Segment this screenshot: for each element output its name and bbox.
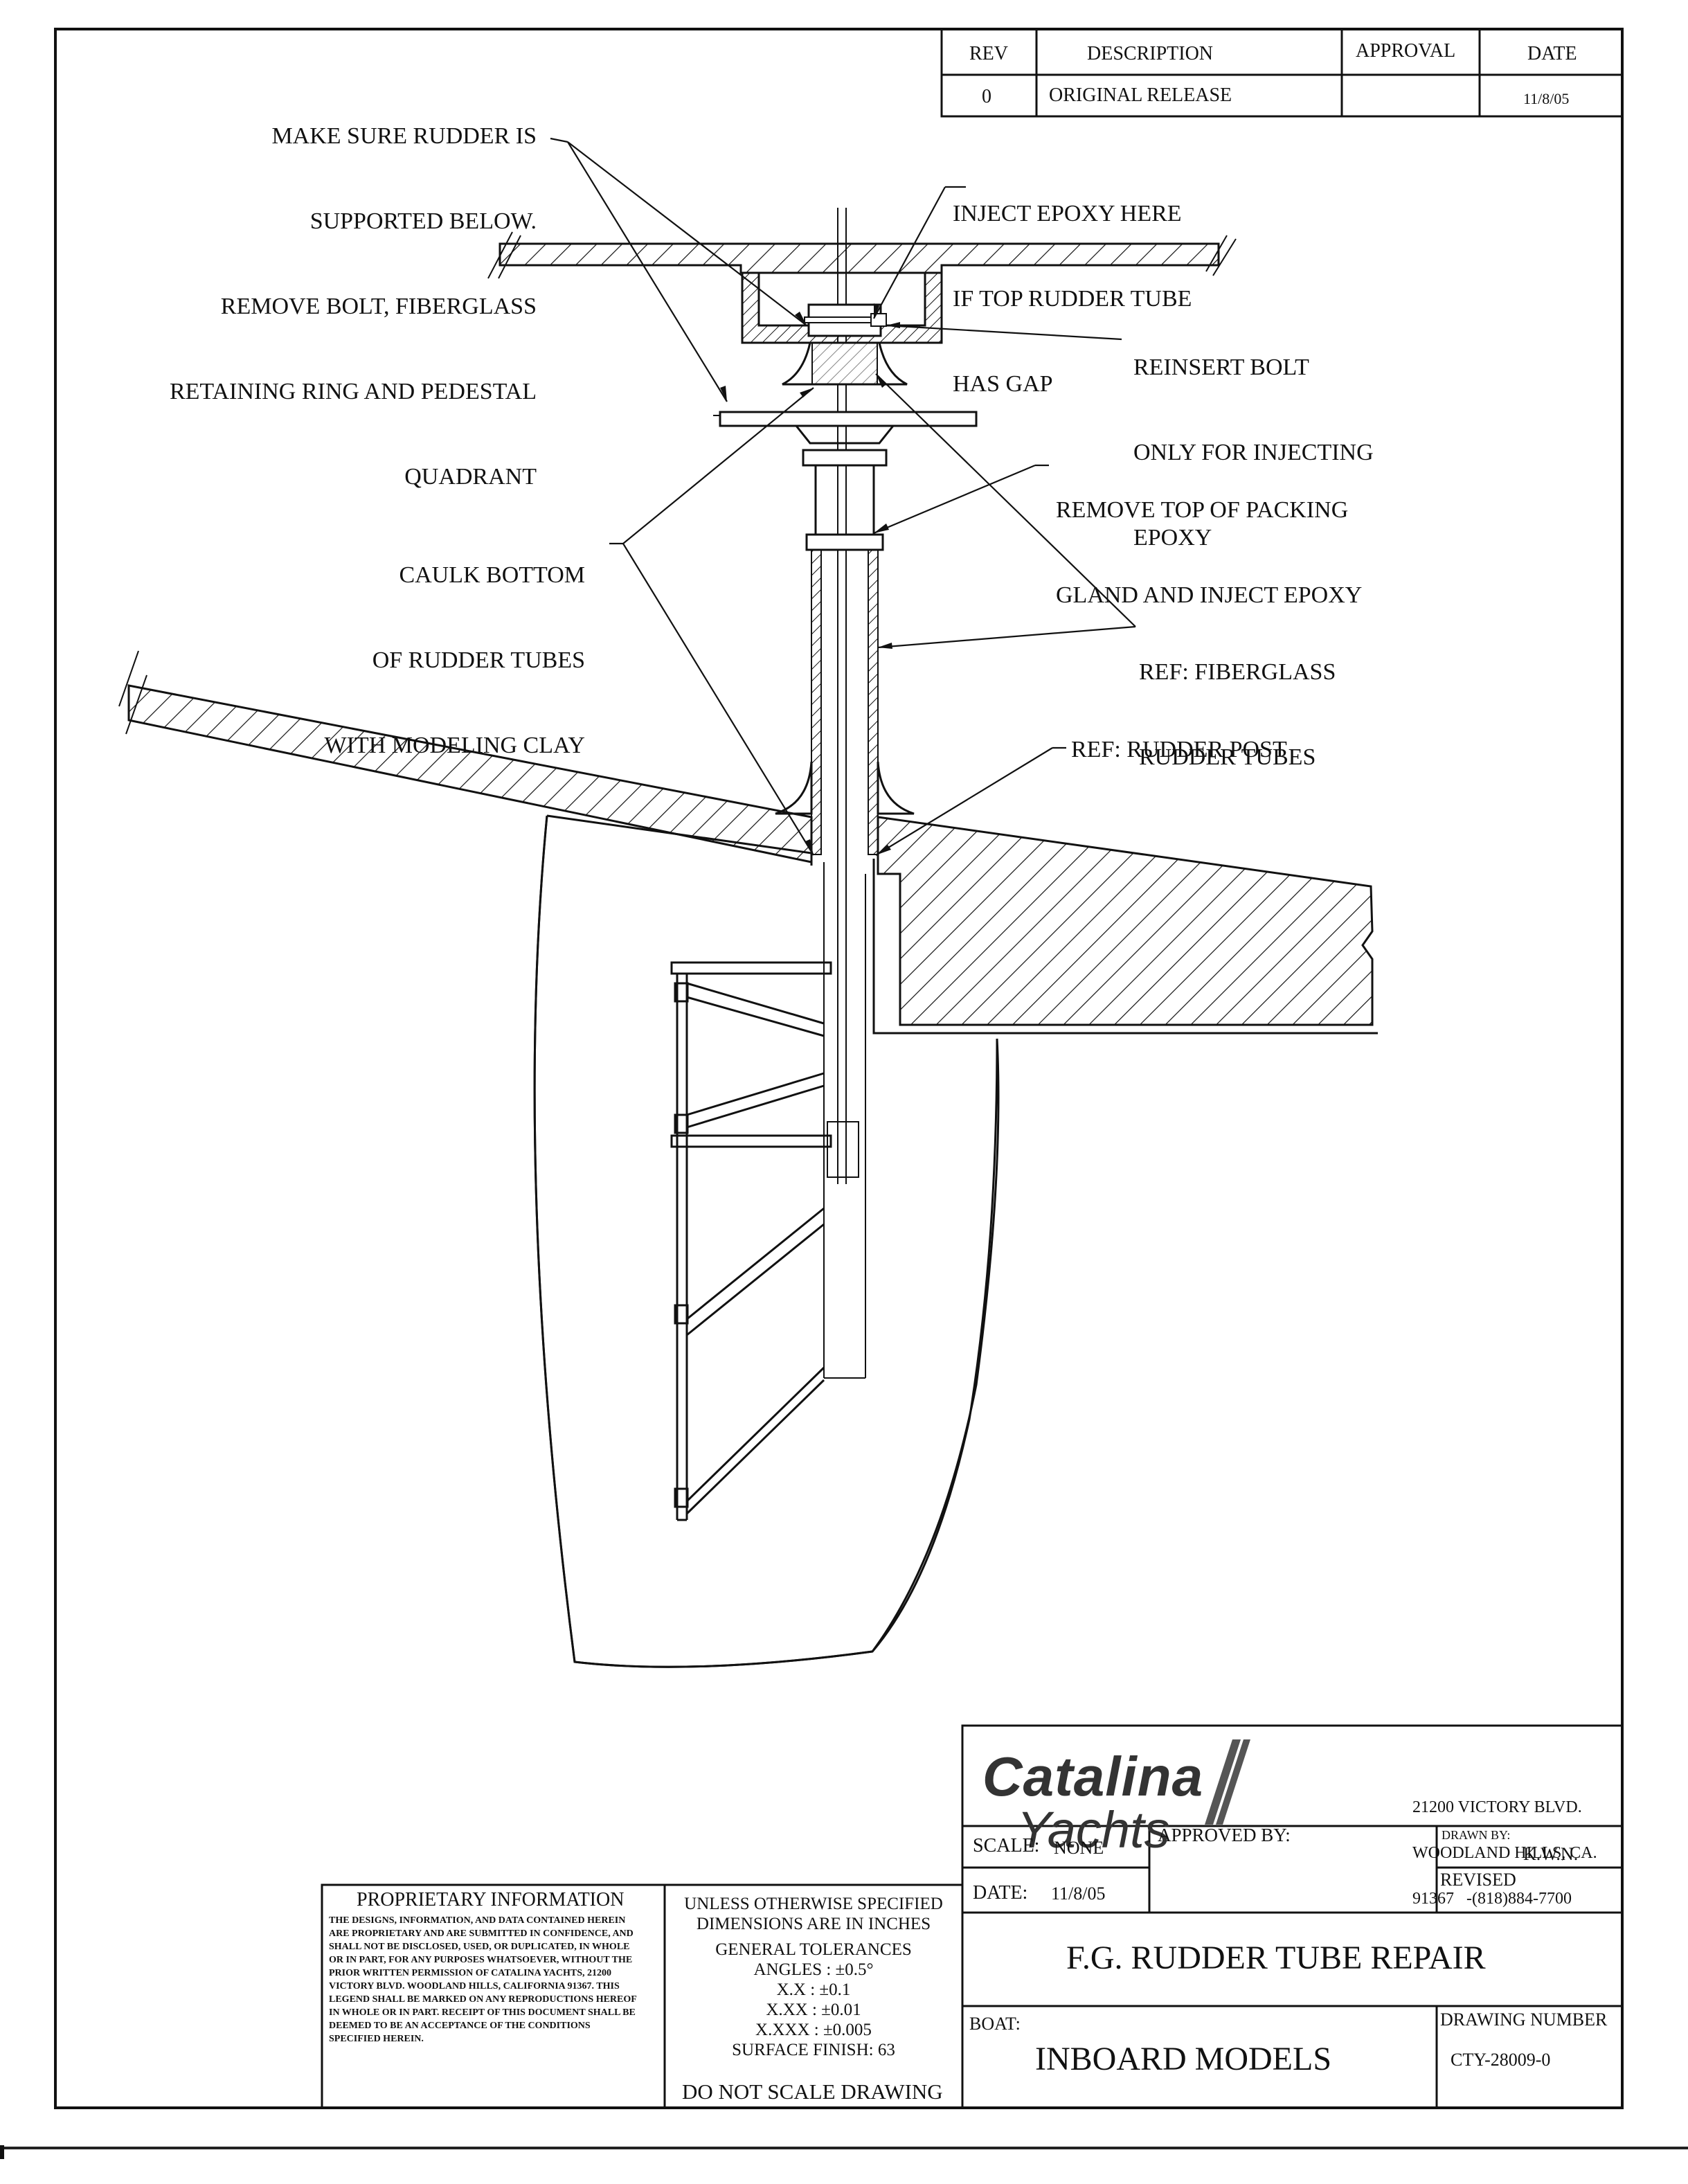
- callout-reinsert-bolt: REINSERT BOLT ONLY FOR INJECTING EPOXY: [1133, 355, 1374, 551]
- revised-label: REVISED: [1440, 1870, 1516, 1890]
- company-address: 21200 VICTORY BLVD. WOODLAND HILLS, CA. …: [1412, 1798, 1597, 1908]
- tolerance-line: X.XXX : ±0.005: [755, 2021, 872, 2039]
- tolerance-line: X.X : ±0.1: [776, 1980, 851, 1999]
- do-not-scale-note: DO NOT SCALE DRAWING: [682, 2079, 943, 2104]
- tube-hull-flare: [775, 761, 813, 815]
- rev-value: 0: [982, 86, 991, 107]
- proprietary-heading: PROPRIETARY INFORMATION: [357, 1889, 625, 1910]
- drawing-number-label: DRAWING NUMBER: [1440, 2010, 1608, 2030]
- approved-by-label: APPROVED BY:: [1158, 1825, 1291, 1845]
- callout-inject-epoxy: INJECT EPOXY HERE IF TOP RUDDER TUBE HAS…: [953, 201, 1192, 397]
- bolt: [870, 313, 887, 327]
- tolerances-block: UNLESS OTHERWISE SPECIFIED DIMENSIONS AR…: [668, 1894, 959, 2060]
- revision-table-grid: [940, 28, 1624, 118]
- cockpit-sole: [487, 231, 1237, 344]
- callout-make-sure-rudder: MAKE SURE RUDDER IS SUPPORTED BELOW. REM…: [169, 123, 537, 490]
- date-label: DATE:: [973, 1882, 1028, 1904]
- logo-main: Catalina: [982, 1746, 1204, 1807]
- date-header: DATE: [1527, 43, 1577, 64]
- description-header: DESCRIPTION: [1087, 43, 1214, 64]
- packing-gland: [802, 449, 888, 467]
- tolerance-line: SURFACE FINISH: 63: [732, 2041, 895, 2059]
- scale-label: SCALE:: [973, 1835, 1040, 1856]
- callout-ref-fiberglass-tubes: REF: FIBERGLASS RUDDER TUBES: [1139, 659, 1336, 770]
- boat-label: BOAT:: [969, 2014, 1021, 2034]
- logo-slash-mark: [1205, 1739, 1250, 1825]
- boat-value: INBOARD MODELS: [1035, 2041, 1332, 2077]
- drawn-by-label: DRAWN BY:: [1442, 1828, 1511, 1842]
- description-value: ORIGINAL RELEASE: [1049, 84, 1232, 106]
- tolerance-line: X.XX : ±0.01: [766, 2000, 861, 2019]
- title-block-grid: [321, 1724, 1624, 2109]
- proprietary-text: THE DESIGNS, INFORMATION, AND DATA CONTA…: [329, 1915, 637, 2044]
- support-plate: [719, 411, 978, 427]
- sheet-border: [54, 28, 1624, 2109]
- tolerance-line: GENERAL TOLERANCES: [715, 1940, 912, 1959]
- drawing-title: F.G. RUDDER TUBE REPAIR: [1066, 1940, 1486, 1976]
- fiberglass-tube-top-collar: [805, 533, 884, 551]
- hull-bottom: [118, 650, 1378, 1035]
- logo-sub: Yachts: [1016, 1801, 1170, 1859]
- callout-caulk-bottom: CAULK BOTTOM OF RUDDER TUBES WITH MODELI…: [324, 562, 585, 758]
- rev-header: REV: [969, 43, 1008, 64]
- date-field-value: 11/8/05: [1051, 1883, 1106, 1904]
- tolerance-line: DIMENSIONS ARE IN INCHES: [696, 1915, 931, 1933]
- rudder-internal-frame: [670, 961, 832, 1521]
- date-value: 11/8/05: [1523, 90, 1570, 107]
- tolerance-line: ANGLES : ±0.5°: [753, 1960, 874, 1979]
- callout-remove-top-packing-gland: REMOVE TOP OF PACKING GLAND AND INJECT E…: [1056, 497, 1363, 608]
- approval-header: APPROVAL: [1356, 40, 1456, 62]
- callout-ref-rudder-post: REF: RUDDER POST: [1071, 737, 1287, 762]
- drawn-by-value: K.W.N.: [1523, 1844, 1579, 1864]
- drawing-number-value: CTY-28009-0: [1451, 2050, 1551, 2070]
- catalina-logo: Catalina Yachts: [976, 1738, 1203, 1856]
- leader-lines: [550, 137, 1136, 856]
- scale-value: NONE: [1054, 1838, 1104, 1858]
- tolerance-line: UNLESS OTHERWISE SPECIFIED: [684, 1895, 943, 1913]
